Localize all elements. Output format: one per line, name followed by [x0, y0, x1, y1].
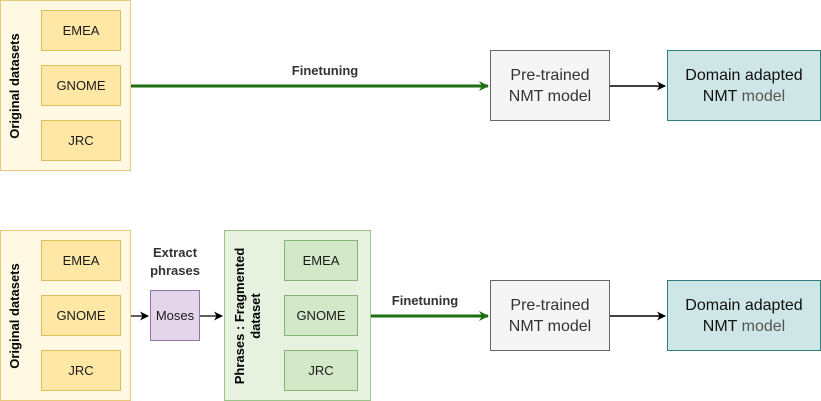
top-pretrained-line1: Pre-trained	[510, 66, 590, 84]
bottom-adapted-line2: NMT model	[703, 316, 785, 337]
bottom-pretrained-line1: Pre-trained	[510, 296, 590, 314]
bottom-adapted-line1: Domain adapted	[685, 296, 803, 314]
top-domain-adapted-model: Domain adapted NMT model	[667, 50, 821, 121]
bottom-adapted-line2-nmt: NMT	[702, 317, 738, 335]
bottom-finetuning-label: Finetuning	[391, 293, 459, 308]
bottom-pretrained-model: Pre-trained NMT model	[490, 280, 610, 351]
fragment-dataset-emea: EMEA	[284, 240, 358, 281]
top-adapted-line2-model: model	[741, 87, 786, 105]
bottom-adapted-line2-model: model	[741, 317, 786, 335]
bottom-dataset-gnome: GNOME	[41, 295, 121, 336]
top-adapted-line2: NMT model	[703, 86, 785, 107]
top-dataset-gnome: GNOME	[41, 65, 121, 106]
extract-phrases-label: Extract phrases	[150, 245, 200, 278]
moses-tool: Moses	[150, 290, 200, 341]
fragment-dataset-jrc: JRC	[284, 350, 358, 391]
bottom-dataset-jrc: JRC	[41, 350, 121, 391]
top-adapted-line2-nmt: NMT	[702, 87, 738, 105]
top-finetuning-label: Finetuning	[291, 63, 359, 78]
bottom-domain-adapted-model: Domain adapted NMT model	[667, 280, 821, 351]
top-pretrained-model: Pre-trained NMT model	[490, 50, 610, 121]
top-pretrained-line2: NMT model	[508, 87, 592, 105]
fragment-dataset-gnome: GNOME	[284, 295, 358, 336]
bottom-pretrained-line2: NMT model	[508, 317, 592, 335]
top-dataset-jrc: JRC	[41, 120, 121, 161]
top-dataset-emea: EMEA	[41, 10, 121, 51]
top-adapted-line1: Domain adapted	[685, 66, 803, 84]
bottom-dataset-emea: EMEA	[41, 240, 121, 281]
